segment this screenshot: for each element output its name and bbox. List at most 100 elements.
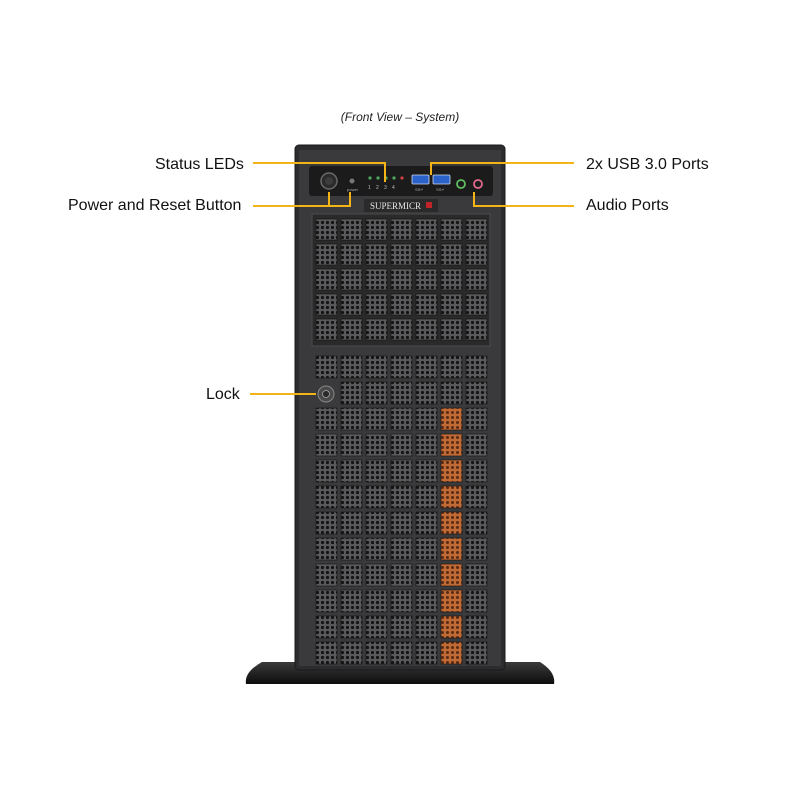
vent-cell	[365, 268, 388, 291]
vent-cell	[390, 537, 413, 561]
vent-cell	[365, 485, 388, 509]
vent-cell	[440, 615, 463, 639]
vent-cell	[315, 218, 338, 241]
vent-cell	[415, 641, 438, 665]
vent-cell	[315, 641, 338, 665]
vent-cell	[440, 293, 463, 316]
vent-cell	[465, 293, 488, 316]
vent-cell	[465, 218, 488, 241]
vent-cell	[365, 589, 388, 613]
vent-cell	[365, 318, 388, 341]
vent-cell	[365, 293, 388, 316]
vent-cell	[465, 318, 488, 341]
audio-jack-mic	[473, 179, 483, 189]
vent-cell	[390, 641, 413, 665]
vent-cell	[365, 537, 388, 561]
vent-cell	[440, 243, 463, 266]
vent-cell	[415, 243, 438, 266]
led-number-1: 1	[368, 185, 371, 191]
usb-port-1	[411, 174, 430, 185]
vent-cell	[340, 355, 363, 379]
vent-cell	[340, 218, 363, 241]
vent-cell	[440, 433, 463, 457]
vent-cell	[465, 537, 488, 561]
vent-cell	[415, 589, 438, 613]
vent-cell	[440, 381, 463, 405]
vent-cell	[465, 615, 488, 639]
vent-cell	[390, 407, 413, 431]
vent-cell	[415, 485, 438, 509]
usb-port-2	[432, 174, 451, 185]
leader-audio	[473, 192, 574, 207]
vent-cell	[415, 459, 438, 483]
vent-cell	[415, 537, 438, 561]
vent-cell	[365, 459, 388, 483]
vent-cell	[415, 563, 438, 587]
vent-cell	[440, 268, 463, 291]
leader-lines	[250, 162, 574, 395]
led-number-4: 4	[392, 185, 395, 191]
vent-cell	[390, 318, 413, 341]
leader-usb	[430, 162, 574, 175]
vent-cell	[440, 355, 463, 379]
front-io-panel	[309, 166, 493, 196]
vent-cell	[390, 589, 413, 613]
vent-cell	[340, 459, 363, 483]
vent-cell	[415, 381, 438, 405]
vent-cell	[315, 243, 338, 266]
vent-cell	[340, 318, 363, 341]
vent-cell	[415, 407, 438, 431]
vent-cell	[440, 641, 463, 665]
vent-cell	[365, 641, 388, 665]
vent-cell	[315, 318, 338, 341]
vent-cell	[315, 589, 338, 613]
vent-cell	[340, 485, 363, 509]
usb-label-2: SS↵	[436, 187, 445, 192]
vent-cell	[365, 615, 388, 639]
callout-lock: Lock	[206, 386, 240, 403]
vent-cell	[465, 563, 488, 587]
vent-cell	[415, 433, 438, 457]
vent-cell	[365, 407, 388, 431]
callout-audio: Audio Ports	[586, 197, 669, 214]
brand-logo: SUPERMICR	[370, 201, 421, 211]
vent-cell	[440, 511, 463, 535]
vent-cell	[465, 511, 488, 535]
vent-cell	[465, 381, 488, 405]
vent-cell	[390, 268, 413, 291]
vent-cell	[340, 293, 363, 316]
vent-cell	[365, 218, 388, 241]
reset-button	[349, 178, 355, 184]
vent-cell	[390, 218, 413, 241]
vent-cell	[390, 293, 413, 316]
vent-cell	[465, 641, 488, 665]
callout-usb: 2x USB 3.0 Ports	[586, 156, 709, 173]
audio-jack-line-out	[456, 179, 466, 189]
vent-cell	[415, 318, 438, 341]
vent-cell	[315, 485, 338, 509]
vent-cell	[315, 268, 338, 291]
vent-cell	[340, 641, 363, 665]
vent-cell	[415, 218, 438, 241]
vent-cell	[315, 563, 338, 587]
vent-cell	[465, 433, 488, 457]
power-label: power	[347, 187, 359, 192]
vent-cell	[340, 563, 363, 587]
vent-cell	[440, 537, 463, 561]
vent-cell	[390, 433, 413, 457]
callout-status-leds: Status LEDs	[155, 156, 244, 173]
vent-cell	[315, 355, 338, 379]
upper-grille	[315, 218, 488, 341]
vent-cell	[465, 407, 488, 431]
figure-caption: (Front View – System)	[340, 110, 460, 124]
vent-cell	[415, 511, 438, 535]
vent-cell	[465, 485, 488, 509]
vent-cell	[440, 485, 463, 509]
vent-cell	[390, 563, 413, 587]
vent-cell	[315, 293, 338, 316]
vent-cell	[440, 459, 463, 483]
vent-cell	[365, 563, 388, 587]
vent-cell	[340, 243, 363, 266]
vent-cell	[415, 615, 438, 639]
